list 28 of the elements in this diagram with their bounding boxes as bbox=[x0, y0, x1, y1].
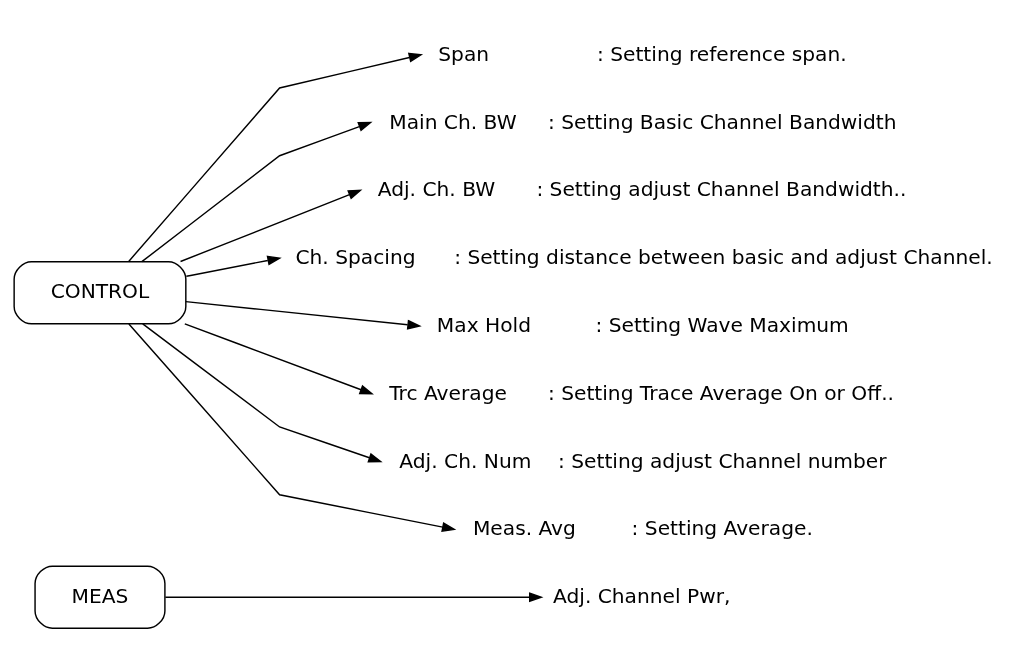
arrow bbox=[141, 121, 373, 263]
node-text: Trc Average bbox=[389, 380, 507, 405]
arrow bbox=[128, 323, 457, 532]
node-label: : Setting Basic Channel Bandwidth bbox=[547, 109, 897, 134]
node-text: Max Hold bbox=[436, 313, 531, 338]
node-text: Adj. Channel Pwr, bbox=[553, 583, 731, 608]
arrow bbox=[185, 300, 422, 330]
node-text: Main Ch. BW bbox=[389, 109, 517, 134]
node-text: Span bbox=[438, 41, 490, 66]
node-box: CONTROL bbox=[13, 261, 187, 325]
node-text: Meas. Avg bbox=[472, 516, 576, 541]
arrow bbox=[179, 189, 363, 263]
node-label: : Setting adjust Channel Bandwidth.. bbox=[536, 177, 907, 202]
node-label: : Setting adjust Channel number bbox=[558, 448, 887, 473]
node-text: Adj. Ch. Num bbox=[399, 448, 532, 473]
arrow bbox=[142, 323, 383, 463]
arrow bbox=[164, 592, 544, 603]
arrow bbox=[185, 255, 282, 277]
arrow bbox=[127, 52, 424, 263]
node-label: : Setting reference span. bbox=[597, 41, 847, 66]
node-text: Adj. Ch. BW bbox=[377, 177, 496, 202]
node-box: MEAS bbox=[34, 565, 166, 629]
node-label: : Setting distance between basic and adjust Channel. bbox=[454, 245, 993, 270]
arrow bbox=[184, 323, 374, 395]
node-label: : Setting Average. bbox=[631, 516, 813, 541]
node-text: Ch. Spacing bbox=[295, 245, 416, 270]
node-label: : Setting Trace Average On or Off.. bbox=[547, 380, 894, 405]
node-label: : Setting Wave Maximum bbox=[595, 313, 849, 338]
